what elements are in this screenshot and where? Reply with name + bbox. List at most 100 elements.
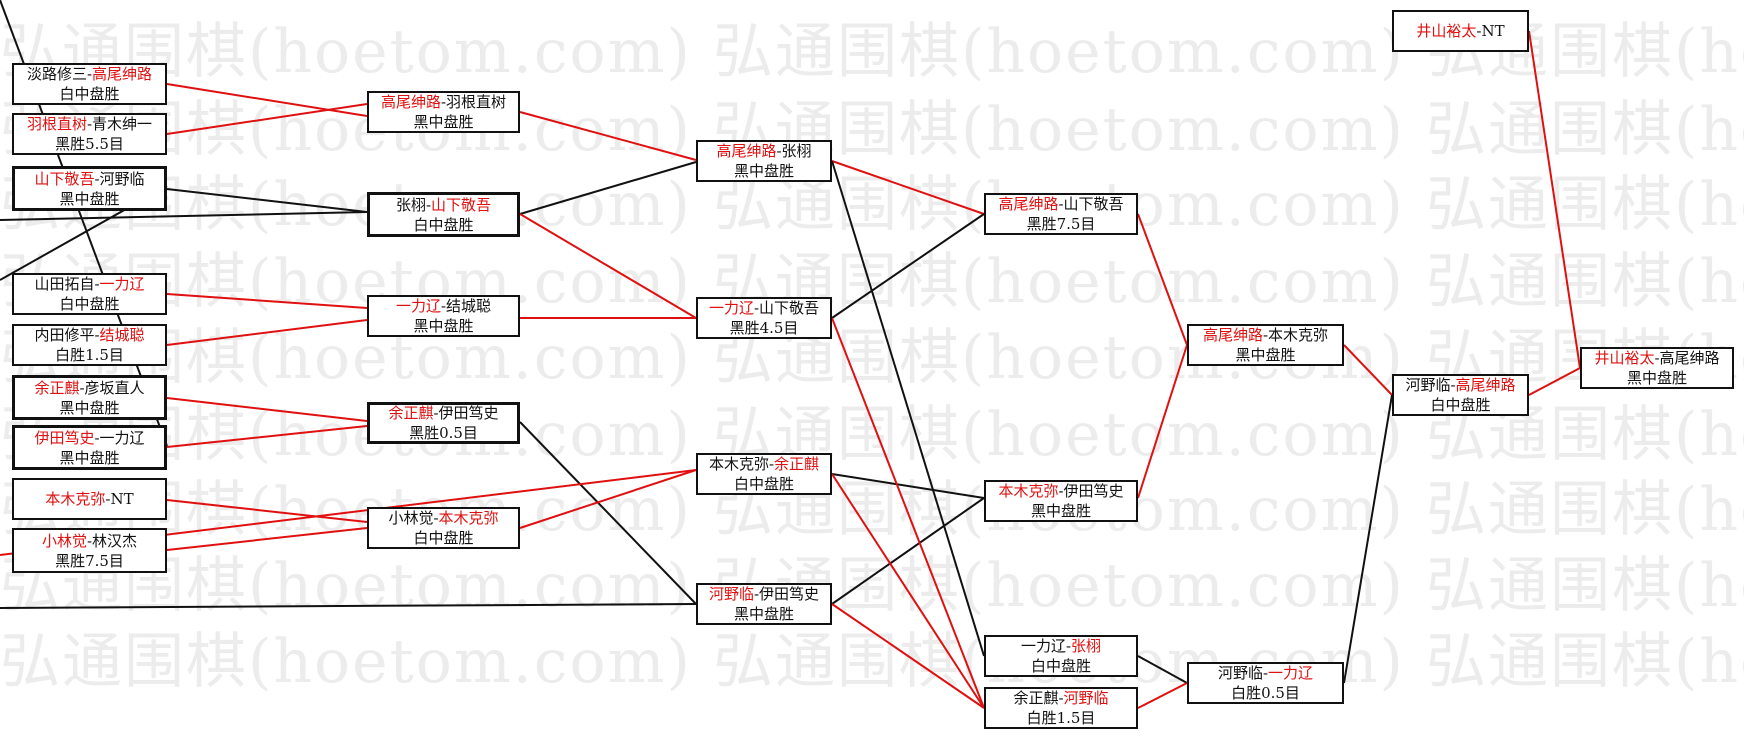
match-box-m21: 一力辽-张栩白中盘胜	[984, 635, 1138, 677]
match-box-m13: 余正麒-伊田笃史黑胜0.5目	[367, 402, 520, 444]
match-players: 井山裕太-NT	[1416, 21, 1504, 41]
match-players: 河野临-一力辽	[1218, 663, 1313, 683]
player-name: 山下敬吾	[1063, 195, 1124, 213]
player-name: 井山裕太	[1594, 349, 1655, 367]
match-box-m24: 河野临-一力辽白胜0.5目	[1187, 662, 1344, 704]
player-name: 羽根直树	[446, 93, 507, 111]
player-separator: -	[433, 509, 439, 527]
match-box-m12: 一力辽-结城聪黑中盘胜	[367, 295, 520, 337]
match-box-m9: 小林觉-林汉杰黑胜7.5目	[12, 528, 167, 573]
connector-line	[831, 317, 985, 709]
player-name: 小林觉	[41, 531, 87, 550]
match-box-m11: 张栩-山下敬吾白中盘胜	[367, 192, 520, 237]
match-players: 余正麒-彦坂直人	[34, 378, 144, 398]
match-players: 小林觉-林汉杰	[42, 531, 137, 551]
player-name: 淡路修三	[26, 65, 87, 83]
player-separator: -	[425, 195, 432, 214]
player-name: 高尾绅路	[1659, 349, 1720, 367]
player-separator: -	[94, 428, 100, 447]
player-name: 高尾绅路	[998, 195, 1059, 213]
player-separator: -	[94, 326, 100, 344]
player-separator: -	[79, 378, 85, 397]
player-name: 本木克弥	[438, 509, 499, 527]
match-box-m22: 余正麒-河野临白胜1.5目	[984, 687, 1138, 729]
connector-line	[831, 473, 985, 709]
player-separator: -	[94, 275, 100, 293]
match-result: 黑中盘胜	[1235, 346, 1296, 364]
match-players: 淡路修三-高尾绅路	[27, 64, 152, 84]
player-name: 河野临	[1063, 689, 1109, 707]
connector-line	[831, 497, 985, 605]
match-box-m26: 井山裕太-NT	[1392, 10, 1529, 52]
connector-line	[1343, 344, 1393, 396]
connector-line	[1137, 344, 1188, 499]
player-name: 河野临	[1405, 376, 1451, 394]
player-name: 山下敬吾	[431, 195, 492, 214]
connector-line	[519, 111, 697, 161]
player-name: 伊田笃史	[1063, 482, 1124, 500]
match-result: 白胜0.5目	[1231, 684, 1300, 702]
player-separator: -	[753, 585, 760, 603]
player-name: 一力辽	[99, 428, 145, 447]
match-players: 高尾绅路-张栩	[716, 141, 811, 161]
player-separator: -	[1654, 349, 1660, 367]
player-separator: -	[86, 115, 93, 133]
match-result: 白中盘胜	[413, 529, 474, 547]
match-players: 张栩-山下敬吾	[396, 195, 491, 215]
player-name: 伊田笃史	[759, 585, 820, 603]
player-name: 张栩	[781, 142, 812, 160]
player-separator: -	[94, 169, 100, 188]
player-name: 张栩	[1071, 637, 1102, 655]
player-name: 张栩	[395, 195, 426, 214]
match-box-m8: 本木克弥-NT	[12, 478, 167, 520]
match-result: 黑中盘胜	[59, 189, 120, 208]
match-box-m25: 河野临-高尾绅路白中盘胜	[1392, 374, 1529, 416]
match-result: 黑中盘胜	[413, 317, 474, 335]
match-players: 小林觉-本木克弥	[388, 508, 498, 528]
match-players: 本木克弥-NT	[45, 489, 133, 509]
player-name: 高尾绅路	[380, 93, 441, 111]
match-box-m17: 本木克弥-余正麒白中盘胜	[696, 453, 832, 495]
player-name: 余正麒	[774, 455, 820, 473]
connector-line	[1528, 367, 1581, 396]
match-players: 山下敬吾-河野临	[34, 169, 144, 189]
connector-line	[0, 211, 368, 221]
player-separator: -	[776, 142, 782, 160]
player-name: 河野临	[1217, 664, 1263, 682]
player-name: NT	[110, 490, 134, 508]
connector-line	[831, 473, 985, 499]
match-box-m14: 小林觉-本木克弥白中盘胜	[367, 507, 520, 549]
connector-line	[1343, 394, 1393, 684]
player-separator: -	[1450, 376, 1456, 394]
match-result: 黑胜4.5目	[729, 319, 799, 337]
match-result: 白胜1.5目	[1026, 709, 1096, 727]
player-name: 彦坂直人	[84, 378, 145, 397]
player-name: 一力辽	[1020, 637, 1066, 655]
match-players: 伊田笃史-一力辽	[34, 428, 144, 448]
match-box-m16: 一力辽-山下敬吾黑胜4.5目	[696, 297, 832, 339]
connector-line	[1137, 213, 1188, 346]
match-players: 河野临-伊田笃史	[709, 584, 819, 604]
connector-line	[166, 293, 368, 309]
match-box-m7: 伊田笃史-一力辽黑中盘胜	[12, 425, 167, 470]
player-name: 本木克弥	[45, 490, 106, 508]
connector-line	[166, 397, 368, 422]
connector-line	[1137, 655, 1188, 684]
player-name: 一力辽	[708, 299, 754, 317]
player-name: 一力辽	[1268, 664, 1314, 682]
player-name: NT	[1481, 22, 1505, 40]
match-players: 河野临-高尾绅路	[1405, 375, 1515, 395]
connector-line	[1137, 682, 1188, 709]
player-name: 高尾绅路	[1455, 376, 1516, 394]
player-separator: -	[768, 455, 775, 473]
player-name: 一力辽	[395, 297, 441, 315]
match-result: 白中盘胜	[59, 85, 120, 103]
player-name: 河野临	[708, 585, 754, 603]
match-box-m20: 本木克弥-伊田笃史黑中盘胜	[984, 480, 1138, 522]
match-box-m18: 河野临-伊田笃史黑中盘胜	[696, 583, 832, 625]
match-result: 黑中盘胜	[59, 448, 120, 467]
match-box-m15: 高尾绅路-张栩黑中盘胜	[696, 140, 832, 182]
player-separator: -	[86, 531, 93, 550]
match-box-m23: 高尾绅路-本木克弥黑中盘胜	[1187, 324, 1344, 366]
